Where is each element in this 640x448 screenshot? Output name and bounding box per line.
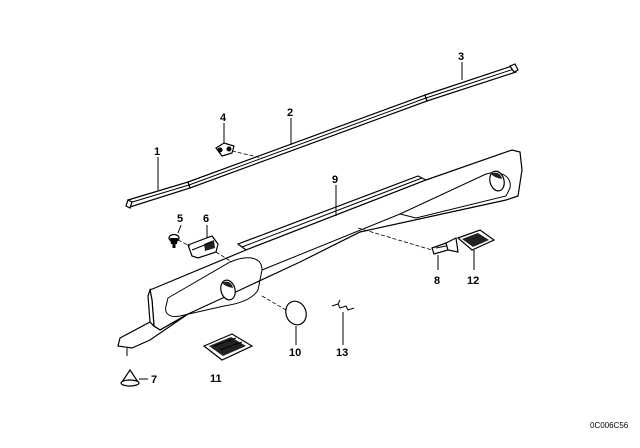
trim-strip-3	[424, 63, 519, 102]
screw-5	[168, 233, 180, 248]
trim-strip-1	[125, 181, 191, 209]
clamp-13	[331, 299, 355, 311]
clip-4	[215, 142, 235, 157]
callout-10: 10	[289, 347, 301, 359]
sill-panel-9	[117, 149, 523, 349]
callout-4: 4	[220, 112, 227, 124]
callout-5: 5	[177, 213, 183, 225]
plug-10	[285, 300, 307, 326]
callout-13: 13	[336, 347, 348, 359]
bracket-6	[187, 235, 219, 259]
callout-11: 11	[210, 373, 222, 385]
callout-labels: 1 2 3 4 5 6 7 8 9 10 11 12 13	[151, 51, 479, 386]
callout-9: 9	[332, 174, 338, 186]
pad-11	[202, 333, 254, 361]
callout-12: 12	[467, 275, 479, 287]
callout-7: 7	[151, 374, 157, 386]
leader-lines	[126, 62, 475, 380]
callout-1: 1	[154, 146, 160, 158]
callout-6: 6	[203, 213, 209, 225]
drawing-code: 0C006C56	[590, 421, 629, 430]
rivet-7	[120, 368, 140, 387]
callout-2: 2	[287, 107, 293, 119]
pad-12	[456, 229, 496, 251]
callout-3: 3	[458, 51, 464, 63]
rivet-8	[431, 237, 459, 255]
callout-8: 8	[434, 275, 440, 287]
